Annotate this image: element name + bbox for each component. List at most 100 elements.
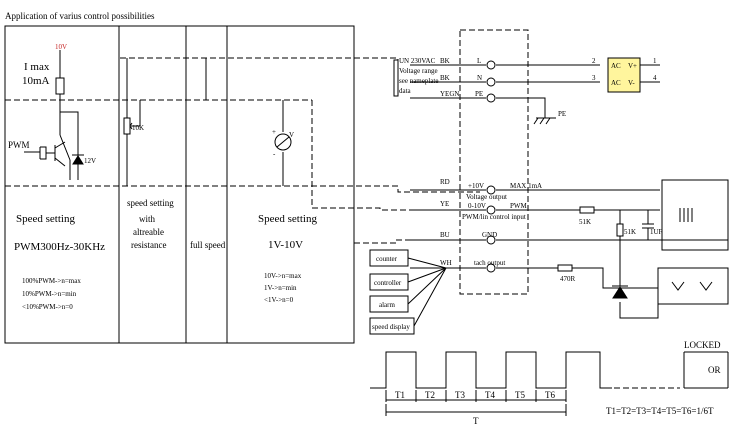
dashed-wire-rd [5, 185, 480, 193]
pwm-note-3: <10%PWM->n=0 [22, 303, 73, 311]
voltage-heading: Speed setting [258, 213, 317, 225]
voltmeter-needle [276, 136, 290, 148]
total-period-label: T [473, 416, 479, 426]
wire-code-ye: YE [440, 200, 449, 208]
wire-signal-n: N [477, 74, 482, 82]
wire-code-rd: RD [440, 178, 450, 186]
device-alarm: alarm [379, 301, 395, 309]
resistor-470r-label: 470R [560, 275, 576, 283]
imax-label-2: 10mA [22, 75, 50, 87]
connector-block [459, 29, 529, 295]
pot-value-label: 10K [132, 124, 144, 132]
voltage-note-3: <1V->n=0 [264, 296, 294, 304]
wire-desc-ye: PWM/lin control input [462, 213, 526, 221]
panel-resistance [118, 25, 187, 344]
wire-extra-ye: PWM [510, 202, 528, 210]
capacitor-label: 1UF [650, 228, 663, 236]
dashed-wire-ye [311, 100, 480, 211]
pwm-note-2: 10%PWM->n=min [22, 290, 77, 298]
resistance-line-4: resistance [131, 240, 166, 250]
voltage-note-2: 1V->n=min [264, 284, 297, 292]
resistor-51k-a [579, 206, 595, 214]
wire-signal-wh: tach output [474, 259, 505, 267]
period-ticks [385, 390, 567, 402]
pwm-heading: Speed setting [16, 213, 75, 225]
pot-wiper [131, 100, 141, 127]
resistance-line-3: altreable [133, 227, 164, 237]
potentiometer [123, 117, 131, 135]
supply-line-1: UN 230VAC [399, 57, 436, 65]
locked-label: LOCKED [684, 340, 721, 350]
resistor-51k-a-label: 51K [579, 218, 591, 226]
pot-wiper-arrow [129, 122, 133, 130]
total-period-ticks [385, 404, 567, 416]
device-speed-display: speed display [372, 323, 410, 331]
ac-pin-4: 4 [653, 74, 657, 82]
terminal-ye [486, 205, 496, 215]
zener-voltage-label: 12V [84, 157, 96, 165]
terminal-wh [486, 263, 496, 273]
optocoupler [657, 267, 729, 305]
wire-signal-bu: GND [482, 231, 497, 239]
resistor-470r [557, 264, 573, 272]
device-counter: counter [376, 255, 398, 263]
terminal-bu [486, 235, 496, 245]
dashed-wire-bk [120, 57, 399, 63]
ac-row-1-right: V+ [628, 62, 637, 70]
driver-coupling [679, 208, 693, 222]
diagram-title: Application of varius control possibilit… [5, 11, 155, 21]
meter-plus-label: + [272, 128, 276, 136]
ac-module [607, 57, 641, 93]
locked-bracket [683, 351, 729, 389]
or-label: OR [708, 365, 721, 375]
device-fan-in [407, 257, 447, 327]
voltmeter [274, 133, 292, 151]
terminal-pe [486, 93, 496, 103]
wire-desc-rd: Voltage output [466, 193, 507, 201]
imax-label-1: I max [24, 61, 50, 73]
wire-extra-rd: MAX 1mA [510, 182, 542, 190]
period-t6: T6 [545, 390, 555, 400]
period-t3: T3 [455, 390, 465, 400]
ac-row-1-left: AC [611, 62, 621, 70]
supply-line-3: see nameplate [399, 77, 438, 85]
terminal-n [486, 77, 496, 87]
wire-signal-ye: 0-10V [468, 202, 486, 210]
wire-code-l: BK [440, 57, 450, 65]
ac-pin-3: 3 [592, 74, 596, 82]
device-controller: controller [374, 279, 402, 287]
wire-code-wh: WH [440, 259, 452, 267]
full-speed-label: full speed [190, 240, 226, 250]
wire-pe [410, 97, 546, 118]
ac-row-2-right: V- [628, 79, 635, 87]
supply-line-2: Voltage range [399, 67, 438, 75]
pwm-transistor-collector [59, 94, 79, 180]
pwm-pullup-resistor [55, 77, 65, 95]
ac-pin-1: 1 [653, 57, 657, 65]
pe-ground [533, 117, 556, 125]
pwm-transistor [24, 141, 66, 167]
resistor-51k-b [616, 223, 624, 237]
ac-row-2-left: AC [611, 79, 621, 87]
motor-driver-block [661, 179, 729, 251]
wire-signal-pe: PE [475, 90, 483, 98]
pwm-frequency: PWM300Hz-30KHz [14, 241, 105, 253]
period-t5: T5 [515, 390, 525, 400]
tach-waveform [370, 351, 612, 389]
supply-voltage-label: 10V [55, 43, 67, 51]
period-t1: T1 [395, 390, 405, 400]
resistance-line-2: with [139, 214, 156, 224]
terminal-rd [486, 185, 496, 195]
voltage-note-1: 10V->n=max [264, 272, 302, 280]
supply-bracket [393, 59, 399, 97]
ac-module-outputs [640, 64, 660, 83]
meter-v-label: V [289, 131, 294, 139]
wire-wh [410, 267, 658, 289]
timing-equation: T1=T2=T3=T4=T5=T6=1/6T [606, 406, 714, 416]
pwm-note-1: 100%PWM->n=max [22, 277, 81, 285]
pe-ground-label: PE [558, 110, 566, 118]
pwm-input-label: PWM [8, 140, 30, 150]
wire-signal-rd: +10V [468, 182, 484, 190]
